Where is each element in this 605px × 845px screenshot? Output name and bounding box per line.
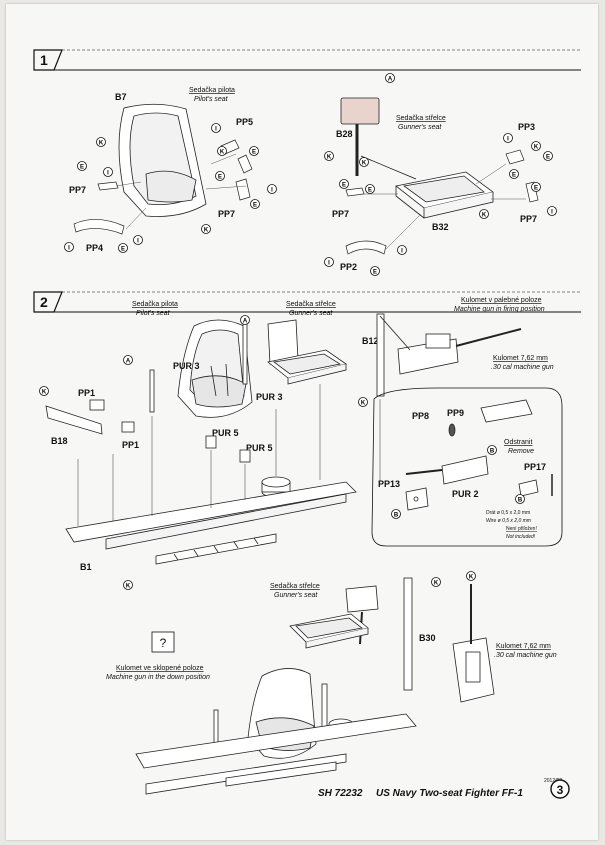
s3-gunner-seat-en: Gunner's seat bbox=[274, 592, 318, 599]
s2-mg-caliber-en: .30 cal machine gun bbox=[491, 364, 554, 371]
part-b30: B30 bbox=[419, 633, 436, 643]
s2-gunner-seat-cz: Sedačka střelce bbox=[286, 301, 336, 308]
footer-code: SH 72232 bbox=[318, 788, 363, 799]
pilot-seat-shell bbox=[118, 103, 207, 217]
remove-en: Remove bbox=[508, 448, 534, 455]
pilot-seat-label-cz: Sedačka pilota bbox=[189, 87, 235, 94]
part-b32: B32 bbox=[432, 222, 449, 232]
step-2-number: 2 bbox=[40, 294, 48, 310]
s2-pilot-seat-en: Pilot's seat bbox=[136, 310, 171, 317]
step-2: 2 Sedačka pilota Pilot's seat Sedačka st… bbox=[33, 291, 581, 590]
footer: 2012/02 SH 72232 US Navy Two-seat Fighte… bbox=[318, 778, 570, 799]
instruction-sheet: K I E A B 1 B7 Sedačka pilota bbox=[6, 4, 598, 840]
gunner-seat-label-cz: Sedačka střelce bbox=[396, 115, 446, 122]
mg-detail-bubble bbox=[371, 387, 563, 547]
pilot-belts bbox=[73, 139, 253, 235]
footer-page: 3 bbox=[557, 783, 564, 797]
part-pur2: PUR 2 bbox=[452, 489, 479, 499]
part-pp7-a: PP7 bbox=[69, 185, 86, 195]
s3-assembly bbox=[135, 577, 495, 795]
part-pur3-a: PUR 3 bbox=[173, 361, 200, 371]
s2-mg-caliber-cz: Kulomet 7,62 mm bbox=[493, 355, 548, 362]
part-b1: B1 bbox=[80, 562, 92, 572]
hint-icon bbox=[151, 631, 175, 653]
s3-mg-caliber-cz: Kulomet 7,62 mm bbox=[496, 643, 551, 650]
part-b7: B7 bbox=[115, 92, 127, 102]
part-pp9: PP9 bbox=[447, 408, 464, 418]
not-included-en: Not included! bbox=[506, 534, 536, 540]
s2-gunner-seat bbox=[267, 319, 347, 385]
svg-text:?: ? bbox=[160, 636, 167, 650]
part-pp8: PP8 bbox=[412, 411, 429, 421]
mg-firing-position bbox=[379, 315, 522, 375]
remove-cz: Odstranit bbox=[504, 439, 532, 446]
s2-pilot-seat-cz: Sedačka pilota bbox=[132, 301, 178, 308]
page-number-circle bbox=[550, 779, 570, 799]
part-pp7-d: PP7 bbox=[520, 214, 537, 224]
part-pp7-c: PP7 bbox=[332, 209, 349, 219]
mg-firing-cz: Kulomet v palebné poloze bbox=[461, 297, 542, 304]
part-pp1-b: PP1 bbox=[122, 440, 139, 450]
wire-cz: Drát ø 0,5 x 2,0 mm bbox=[486, 510, 530, 516]
part-pp13: PP13 bbox=[378, 479, 400, 489]
s2-pilot-seat bbox=[177, 319, 253, 418]
part-pp5: PP5 bbox=[236, 117, 253, 127]
wire-en: Wire ø 0,5 x 2,0 mm bbox=[486, 518, 531, 524]
part-b12: B12 bbox=[362, 336, 379, 346]
part-pp17: PP17 bbox=[524, 462, 546, 472]
gunner-seat-label-en: Gunner's seat bbox=[398, 124, 442, 131]
footer-title: US Navy Two-seat Fighter FF-1 bbox=[376, 788, 523, 799]
part-pur3-b: PUR 3 bbox=[256, 392, 283, 402]
gunner-seat bbox=[340, 97, 494, 219]
mg-detail-parts bbox=[405, 399, 553, 511]
footer-date: 2012/02 bbox=[544, 778, 562, 784]
part-b18: B18 bbox=[51, 436, 68, 446]
step-1-badge bbox=[33, 49, 63, 71]
not-included-cz: Není přiložen! bbox=[506, 526, 537, 532]
part-pp7-b: PP7 bbox=[218, 209, 235, 219]
step-1: 1 B7 Sedačka pilota Pilot's seat PP5 PP7… bbox=[33, 49, 581, 276]
assembly-drawing: K I E A B 1 B7 Sedačka pilota bbox=[33, 49, 581, 799]
step-3: Sedačka střelce Gunner's seat ? Kulomet … bbox=[106, 571, 557, 795]
step-2-badge bbox=[33, 291, 63, 313]
s3-mg-caliber-en: .30 cal machine gun bbox=[494, 652, 557, 659]
pilot-seat-label-en: Pilot's seat bbox=[194, 96, 229, 103]
part-b28: B28 bbox=[336, 129, 353, 139]
mg-down-en: Machine gun in the down position bbox=[106, 674, 210, 681]
gunner-belts bbox=[345, 149, 539, 255]
part-pp3: PP3 bbox=[518, 122, 535, 132]
mg-firing-en: Machine gun in firing position bbox=[454, 306, 545, 313]
b30-rod bbox=[403, 577, 413, 691]
mg-down-cz: Kulomet ve sklopené poloze bbox=[116, 665, 204, 672]
s2-gunner-seat-en: Gunner's seat bbox=[289, 310, 333, 317]
s3-gunner-seat-cz: Sedačka střelce bbox=[270, 583, 320, 590]
step-1-number: 1 bbox=[40, 52, 48, 68]
part-pur5-b: PUR 5 bbox=[246, 443, 273, 453]
b12-rod bbox=[376, 313, 385, 397]
part-pp1-a: PP1 bbox=[78, 388, 95, 398]
part-pur5-a: PUR 5 bbox=[212, 428, 239, 438]
b18-part bbox=[45, 405, 103, 435]
part-pp4: PP4 bbox=[86, 243, 103, 253]
floor-b1 bbox=[65, 481, 357, 565]
part-pp2: PP2 bbox=[340, 262, 357, 272]
